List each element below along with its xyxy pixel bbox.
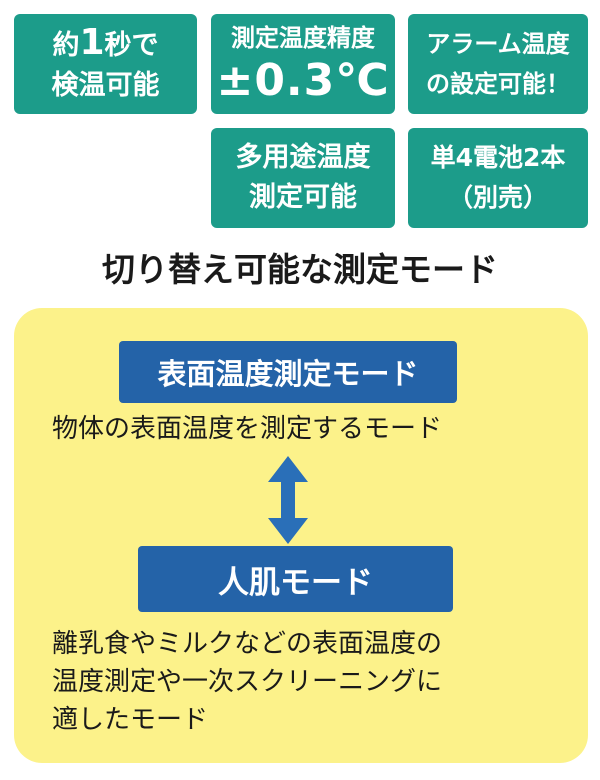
surface-mode-title: 表面温度測定モード: [119, 341, 457, 403]
surface-mode-description: 物体の表面温度を測定するモード: [52, 414, 443, 444]
skin-mode-title: 人肌モード: [138, 546, 453, 612]
feature-badge-battery: 単4電池2本 （別売）: [408, 128, 588, 228]
feature-badge-accuracy: 測定温度精度 ±0.3℃: [211, 14, 395, 114]
feature-number: 1: [79, 21, 105, 63]
feature-line-1: 単4電池2本: [430, 143, 566, 172]
description-line: 離乳食やミルクなどの表面温度の: [52, 629, 443, 659]
feature-line-2: 検温可能: [51, 69, 160, 101]
feature-line-2: 測定可能: [249, 182, 357, 213]
feature-line-1: 約1秒で: [52, 21, 159, 63]
feature-badge-quick-measure: 約1秒で 検温可能: [14, 14, 197, 114]
skin-mode-description: 離乳食やミルクなどの表面温度の 温度測定や一次スクリーニングに 適したモード: [52, 625, 442, 739]
description-line: 温度測定や一次スクリーニングに: [52, 667, 443, 697]
feature-line-2: の設定可能！: [426, 70, 570, 98]
accuracy-value: ±0.3℃: [216, 55, 390, 106]
feature-line-1: 多用途温度: [235, 142, 371, 173]
feature-badge-alarm: アラーム温度 の設定可能！: [408, 14, 588, 114]
up-down-arrow-icon: [268, 456, 308, 544]
modes-panel: 表面温度測定モード 物体の表面温度を測定するモード 人肌モード 離乳食やミルクな…: [14, 308, 588, 763]
feature-line-2: （別売）: [447, 183, 548, 212]
description-line: 適したモード: [52, 705, 209, 735]
feature-badge-multi-use: 多用途温度 測定可能: [211, 128, 395, 228]
feature-line-1: アラーム温度: [426, 30, 570, 58]
feature-line-1: 測定温度精度: [231, 24, 375, 52]
modes-heading: 切り替え可能な測定モード: [102, 250, 498, 289]
